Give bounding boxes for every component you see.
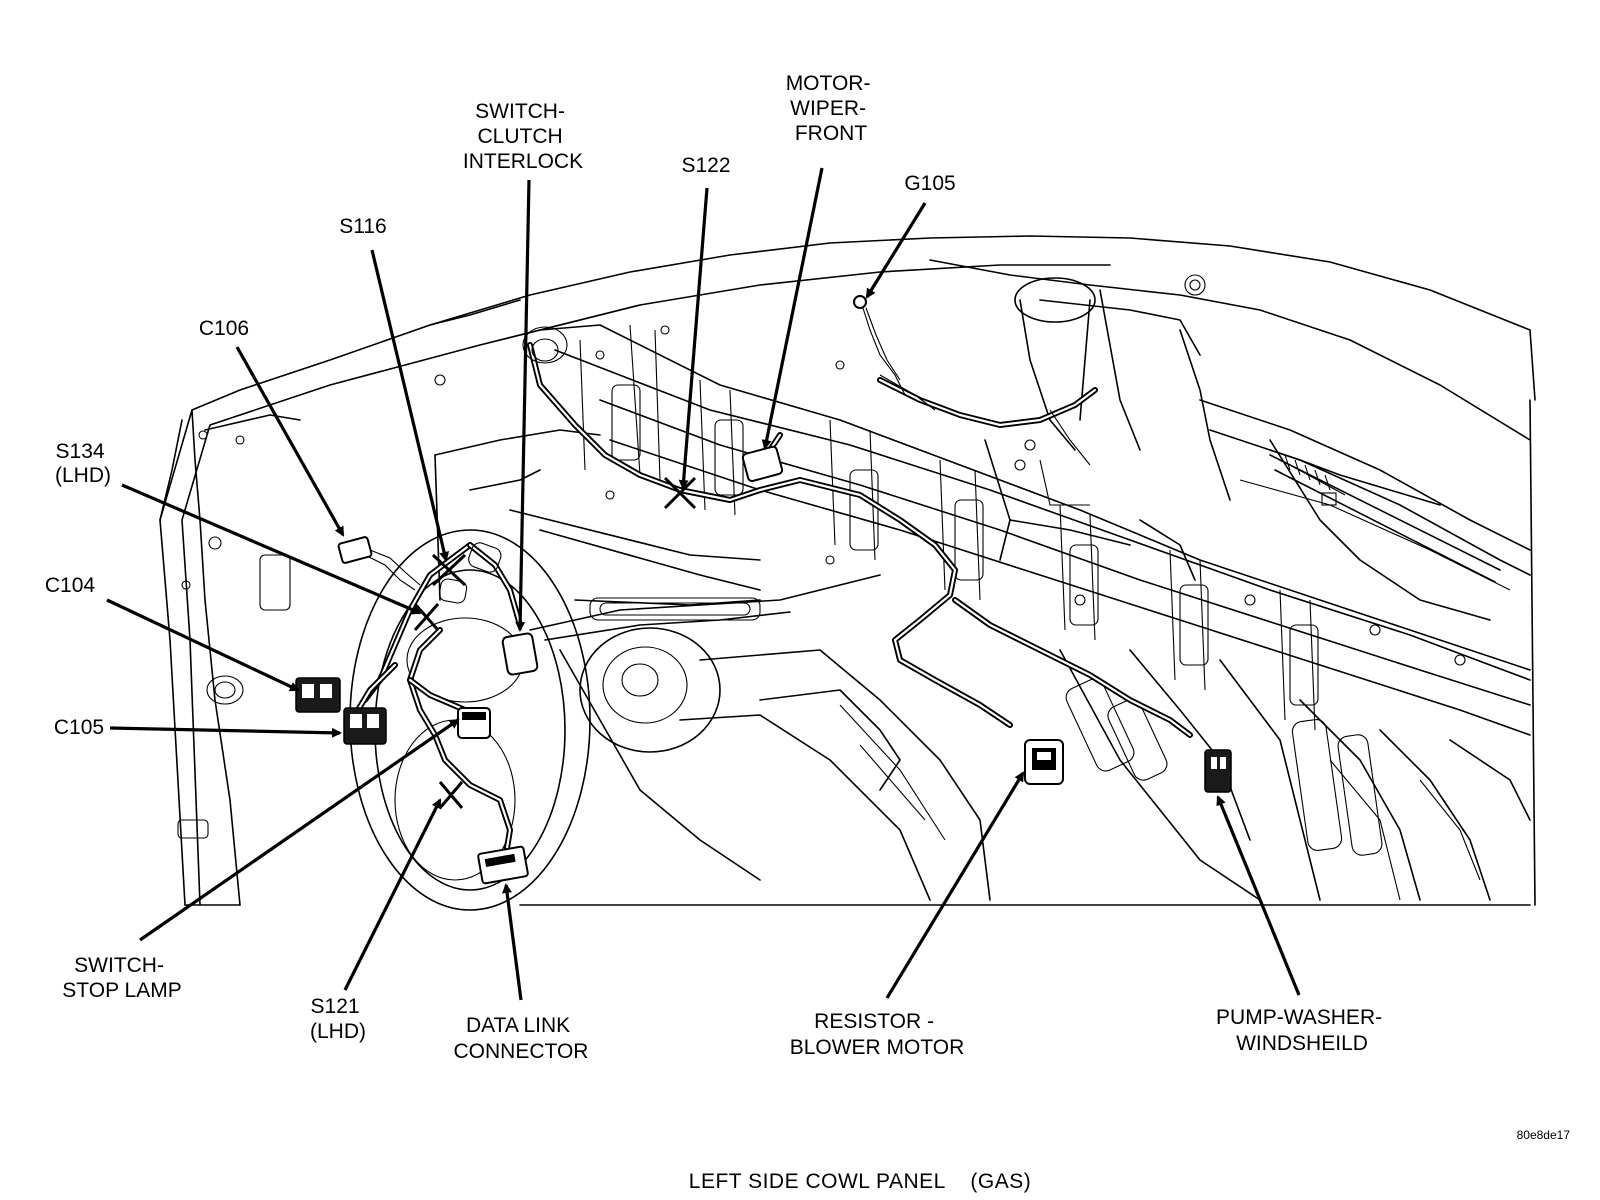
- leader-data-link-connector: [502, 883, 523, 1001]
- reference-code: 80e8de17: [1517, 1128, 1571, 1142]
- leader-pump-washer-windshield: [1216, 795, 1301, 996]
- leader-s134: [121, 483, 422, 615]
- leader-c104: [106, 598, 300, 692]
- label-data-link-connector: DATA LINK CONNECTOR: [454, 1014, 589, 1063]
- leader-switch-clutch-interlock: [515, 179, 531, 632]
- label-switch-stop-lamp: SWITCH- STOP LAMP: [62, 954, 181, 1002]
- label-c104: C104: [45, 574, 96, 597]
- label-c105: C105: [54, 716, 104, 739]
- cowl-panel-drawing: [159, 235, 1536, 911]
- data-link-connector-body: [477, 845, 529, 885]
- leader-switch-stop-lamp: [139, 718, 460, 942]
- label-resistor-blower-motor: RESISTOR - BLOWER MOTOR: [790, 1010, 965, 1059]
- c104-connector: [295, 677, 341, 713]
- clutch-interlock-connector: [501, 632, 539, 676]
- component-labels: SWITCH- CLUTCH INTERLOCK MOTOR- WIPER- F…: [45, 72, 1388, 1063]
- splice-markers: [413, 476, 697, 809]
- figure-caption: LEFT SIDE COWL PANEL (GAS): [689, 1170, 1031, 1193]
- stop-lamp-switch-connector: [457, 707, 491, 739]
- label-g105: G105: [904, 172, 955, 195]
- c105-connector: [343, 707, 387, 745]
- g105-ground-terminal: [853, 295, 867, 309]
- pump-washer-connector: [1204, 749, 1232, 793]
- leader-g105: [865, 202, 927, 299]
- leader-s116: [370, 249, 450, 562]
- wiper-motor-connector: [741, 445, 784, 483]
- wiring-harness: [347, 304, 1193, 863]
- label-c106: C106: [199, 317, 249, 340]
- leader-c105: [109, 726, 342, 738]
- s116-splice-mark: [431, 553, 467, 587]
- label-s134: S134 (LHD): [55, 440, 111, 487]
- leader-s121: [343, 798, 442, 991]
- leader-s122: [678, 187, 709, 490]
- label-switch-clutch-interlock: SWITCH- CLUTCH INTERLOCK: [463, 100, 583, 173]
- c106-connector: [337, 536, 373, 564]
- label-s122: S122: [681, 154, 730, 177]
- leader-resistor-blower-motor: [885, 771, 1025, 999]
- label-s121: S121 (LHD): [310, 995, 366, 1043]
- s122-splice-mark: [663, 476, 697, 510]
- s134-splice-mark: [413, 603, 440, 631]
- leader-lines: [106, 167, 1301, 1001]
- leader-motor-wiper-front: [761, 167, 824, 450]
- leader-c106: [235, 346, 345, 537]
- label-motor-wiper-front: MOTOR- WIPER- FRONT: [786, 72, 877, 145]
- label-pump-washer-windshield: PUMP-WASHER- WINDSHEILD: [1216, 1006, 1388, 1055]
- blower-resistor-connector: [1024, 739, 1064, 785]
- s121-splice-mark: [438, 781, 464, 809]
- label-s116: S116: [339, 215, 387, 238]
- connectors: [295, 295, 1232, 885]
